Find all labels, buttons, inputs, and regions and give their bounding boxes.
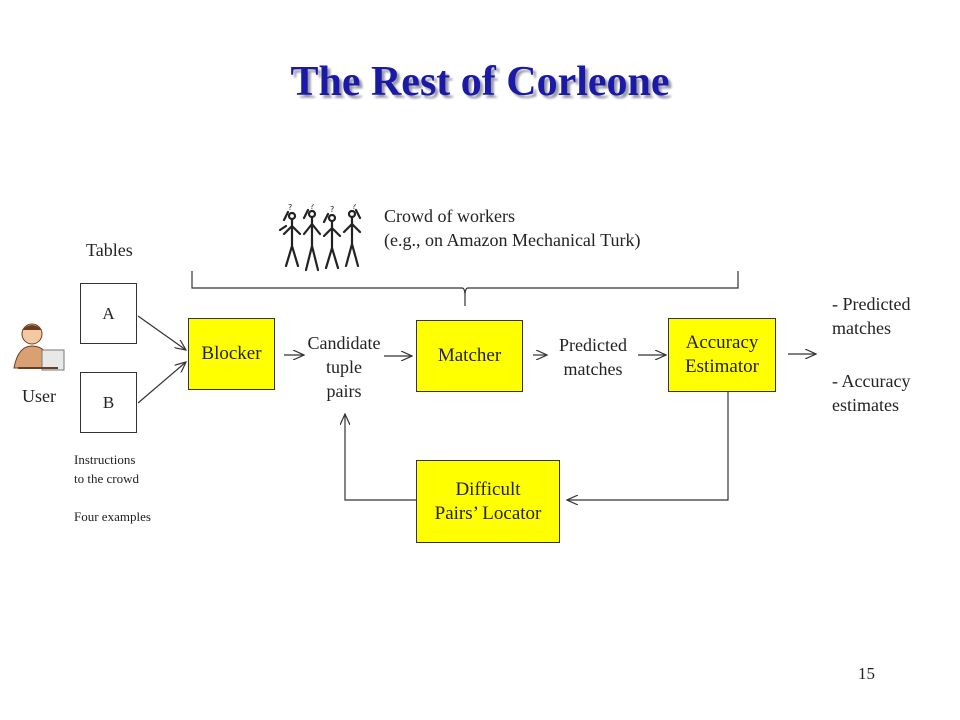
accuracy-estimator-box: Accuracy Estimator — [668, 318, 776, 392]
predicted-matches-label: Predicted matches — [559, 335, 627, 379]
user-label: User — [22, 386, 56, 406]
svg-text:?: ? — [288, 204, 292, 212]
blocker-box: Blocker — [188, 318, 275, 390]
user-icon — [13, 323, 65, 371]
output-predicted-matches: - Predicted matches — [832, 294, 911, 338]
arrow-estimator-to-locator — [567, 392, 729, 500]
arrow-locator-to-candidate — [345, 414, 416, 501]
page-number: 15 — [858, 664, 875, 683]
matcher-box: Matcher — [416, 320, 523, 392]
candidate-pairs-label: Candidate tuple pairs — [307, 333, 381, 401]
crowd-brace — [191, 271, 739, 306]
arrow-b-to-blocker — [137, 362, 186, 404]
crowd-workers-icon: ???? — [278, 204, 362, 272]
arrow-a-to-blocker — [137, 315, 186, 350]
output-accuracy-estimates: - Accuracy estimates — [832, 371, 911, 415]
crowd-label: Crowd of workers (e.g., on Amazon Mechan… — [384, 206, 641, 250]
svg-text:?: ? — [330, 205, 334, 214]
worker-figure — [302, 208, 322, 272]
worker-figure — [322, 212, 342, 270]
worker-figure — [342, 208, 362, 268]
tables-label: Tables — [86, 240, 133, 260]
worker-figure — [278, 210, 302, 268]
difficult-pairs-locator-box: Difficult Pairs’ Locator — [416, 460, 560, 543]
instructions-note: Instructions to the crowd Four examples — [74, 452, 151, 524]
svg-text:?: ? — [352, 204, 356, 211]
table-a: A — [80, 283, 137, 344]
svg-text:?: ? — [310, 204, 314, 211]
slide-title: The Rest of Corleone — [290, 59, 670, 105]
table-b: B — [80, 372, 137, 433]
